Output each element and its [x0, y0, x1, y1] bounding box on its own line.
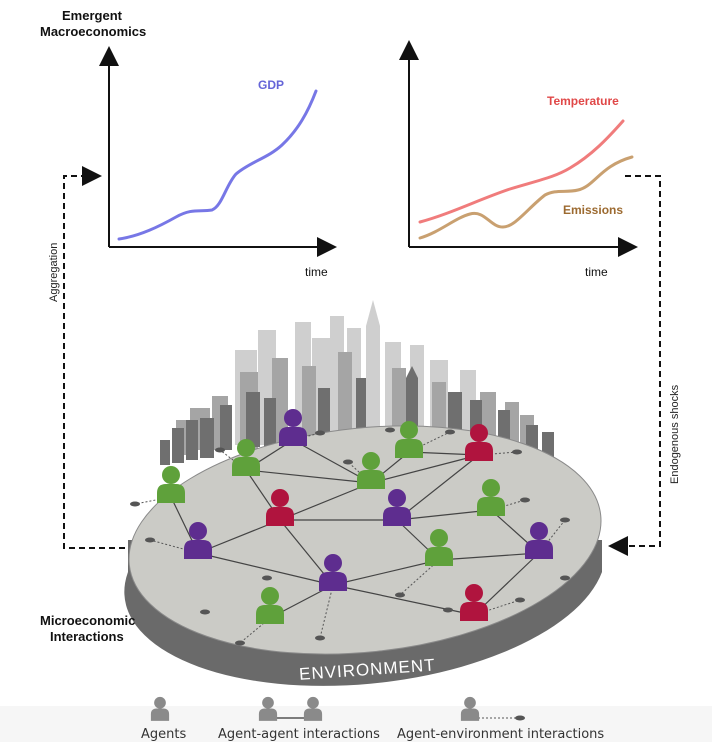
legend-agent-environment-label: Agent-environment interactions: [397, 727, 604, 742]
legend-agent-agent-label: Agent-agent interactions: [218, 727, 380, 742]
gdp-series-label: GDP: [258, 78, 284, 92]
legend: Agents Agent-agent interactions Agent-en…: [0, 696, 712, 742]
legend-agent-agent-icon: [258, 696, 323, 721]
legend-agent-environment-icon: [460, 696, 525, 721]
bottom-title-line-2: Interactions: [50, 629, 124, 644]
bottom-title-line-1: Microeconomic: [40, 613, 135, 628]
endogenous-shocks-arrow: [608, 175, 661, 556]
gdp-chart: GDP time: [99, 46, 337, 279]
gdp-line: [117, 89, 318, 241]
climate-chart: Temperature Emissions time: [399, 40, 638, 279]
environment-nodes: [130, 427, 570, 646]
legend-background: [0, 706, 712, 742]
endogenous-shocks-label: Endogenous shocks: [669, 384, 681, 484]
temperature-line: [418, 119, 625, 224]
emissions-line: [418, 155, 634, 240]
top-title-line-1: Emergent: [62, 8, 123, 23]
environment-platform: ENVIRONMENT: [124, 425, 602, 686]
temperature-series-label: Temperature: [547, 94, 619, 108]
emissions-series-label: Emissions: [563, 203, 623, 217]
climate-x-label: time: [585, 265, 608, 279]
top-title-line-2: Macroeconomics: [40, 24, 146, 39]
aggregation-label: Aggregation: [48, 243, 60, 302]
aggregation-arrow: [63, 166, 125, 549]
legend-agents-label: Agents: [141, 727, 186, 742]
gdp-x-label: time: [305, 265, 328, 279]
